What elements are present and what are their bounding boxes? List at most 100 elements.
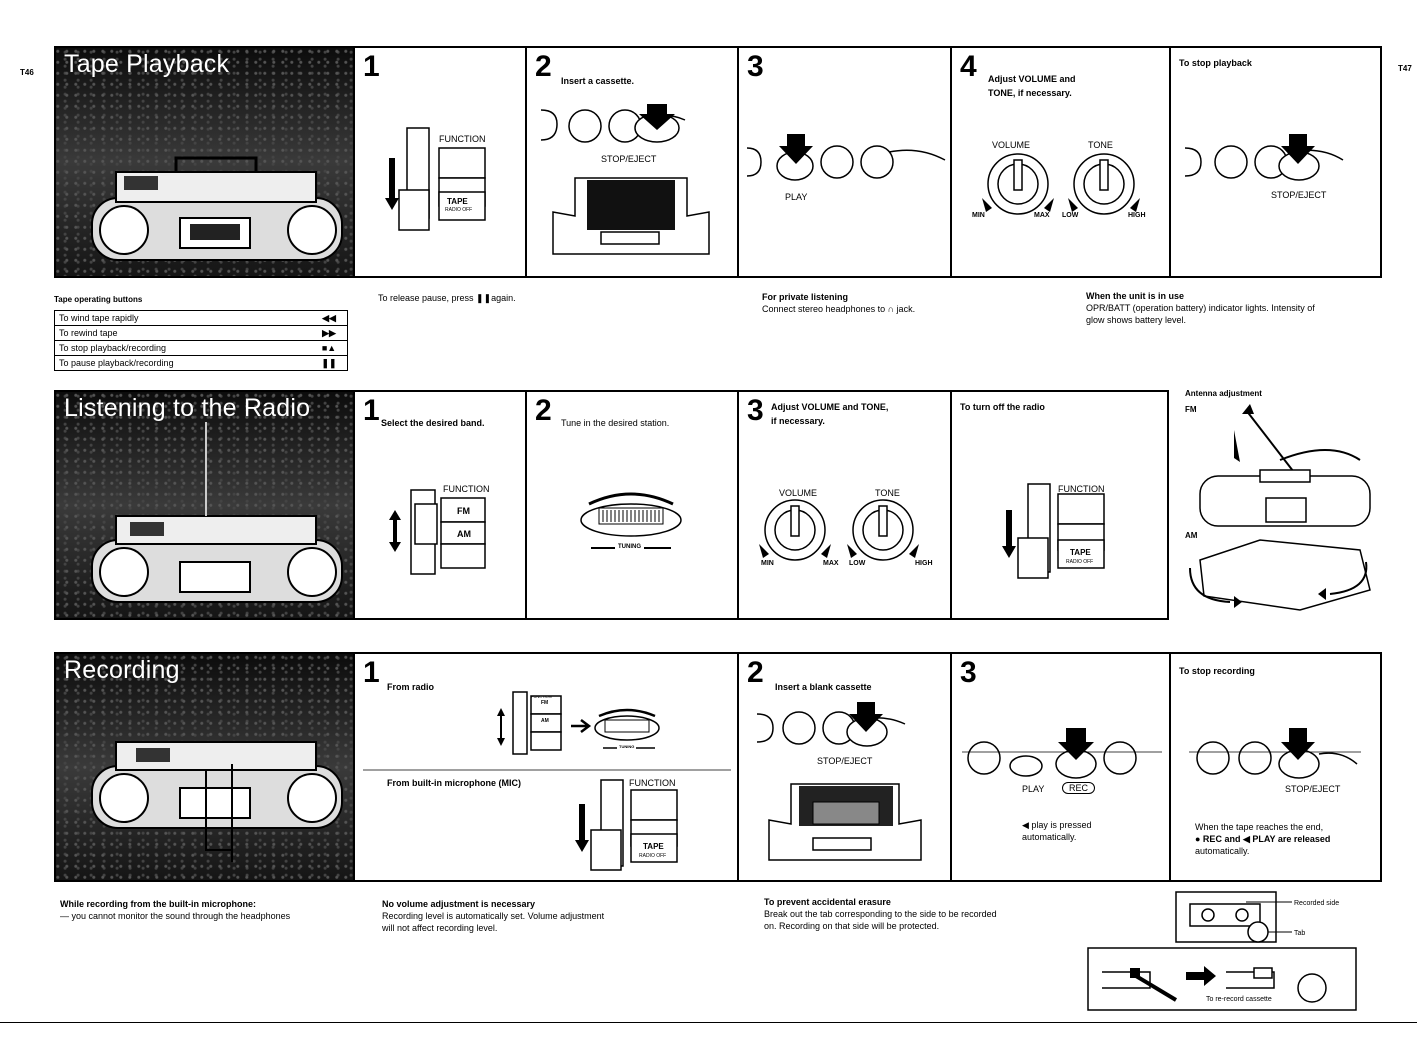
tape-label: TAPE [1070,548,1091,557]
table-row: To pause playback/recording❚❚ [54,355,348,371]
band-switch-icon [389,489,486,575]
function-label: FUNCTION [629,778,676,788]
min-label: MIN [972,212,985,219]
step-number: 1 [363,50,380,83]
mic-recording-note: While recording from the built-in microp… [60,898,290,922]
radio-off-label: RADIO OFF [1066,559,1094,565]
tuning-label: TUNING [617,744,637,749]
radio-off-label: RADIO OFF [639,853,667,859]
table-symbol: ◀◀ [311,310,348,326]
tab-label: Tab [1294,930,1306,937]
private-listening-note: For private listening Connect stereo hea… [762,291,915,315]
tape-step-2: 2 Insert a cassette. STOP/EJECT [525,48,739,276]
note-title: For private listening [762,292,849,302]
tape-step-1: 1 FUNCTION TAPE RADIO OFF [353,48,527,276]
low-label: LOW [1062,212,1079,219]
boombox-illustration [91,422,343,603]
stop-eject-label: STOP/EJECT [1285,784,1341,794]
stop-eject-label: STOP/EJECT [817,756,873,766]
note-text: — you cannot monitor the sound through t… [60,911,291,921]
function-switch-icon [385,127,486,231]
table-row: To wind tape rapidly◀◀ [54,310,348,326]
step-caption: Insert a blank cassette [775,682,872,692]
page-code-left: T46 [20,68,34,77]
antenna-fm-label: FM [1185,405,1197,414]
step-number: 1 [363,656,380,689]
min-label: MIN [761,560,774,567]
am-label: AM [457,529,471,539]
antenna-am-label: AM [1185,531,1198,540]
radio-photo: Listening to the Radio [56,392,353,618]
low-label: LOW [849,560,866,567]
step-number: 2 [747,656,764,689]
volume-label: VOLUME [779,488,818,498]
note-text: glow shows battery level. [1086,315,1187,325]
from-mic-label: From built-in microphone (MIC) [387,778,521,788]
function-label-small: FUNCTION [531,694,552,699]
radio-section: Listening to the Radio 1 Select the desi… [54,390,1169,620]
max-label: MAX [1034,212,1050,219]
note-text: will not affect recording level. [382,923,498,933]
recording-step-1: 1 From radio FUNCTION FM AM TUNING From … [353,654,739,880]
step-caption-line2: TONE, if necessary. [988,88,1072,98]
record-source-illustration [363,691,731,871]
volume-tone-knobs-icon [982,153,1140,215]
rec-note-line1: ◀ play is pressed [1022,820,1092,830]
stop-eject-key-icon [540,104,710,255]
from-radio-label: From radio [387,682,435,692]
stop-note-line1: When the tape reaches the end, [1195,822,1324,832]
off-caption: To turn off the radio [960,402,1045,412]
play-label: PLAY [785,192,808,202]
function-label: FUNCTION [439,134,486,144]
radio-title: Listening to the Radio [64,394,311,422]
page-code-right: T47 [1398,64,1412,73]
recording-photo: Recording [56,654,353,880]
recording-stop-panel: To stop recording STOP/EJECT When the ta… [1169,654,1380,880]
table-row: To rewind tape▶▶ [54,325,348,341]
stop-eject-label: STOP/EJECT [601,154,657,164]
function-label: FUNCTION [443,484,490,494]
stop-caption: To stop recording [1179,666,1255,676]
page-bottom-rule [0,1022,1417,1023]
radio-off-label: RADIO OFF [445,207,473,213]
tuning-dial-icon [580,492,682,549]
stop-note-line3: automatically. [1195,846,1250,856]
recording-title: Recording [64,656,180,684]
tape-operating-buttons-table: To wind tape rapidly◀◀ To rewind tape▶▶ … [54,310,348,371]
high-label: HIGH [1128,212,1146,219]
function-label: FUNCTION [1058,484,1105,494]
volume-adjust-note: No volume adjustment is necessary Record… [382,898,604,934]
boombox-illustration [91,156,343,261]
stop-eject-key-icon [756,702,922,861]
antenna-adjustment-illustration [1189,404,1371,611]
step-caption: Select the desired band. [381,418,485,428]
tape-playback-section: Tape Playback 1 FUNCTION TAPE RADIO OFF … [54,46,1382,278]
note-title: When the unit is in use [1086,291,1185,301]
stop-note-line2: ● REC and ◀ PLAY are released [1195,834,1331,844]
stop-caption: To stop playback [1179,58,1252,68]
recording-step-3: 3 PLAY REC ◀ play is pressed automatical… [950,654,1171,880]
max-label: MAX [823,560,839,567]
step-caption-line1: Adjust VOLUME and [988,74,1076,84]
table-cell: To wind tape rapidly [54,310,311,326]
tape-label: TAPE [447,197,468,206]
step-caption: Insert a cassette. [561,76,635,86]
antenna-title: Antenna adjustment [1185,389,1262,398]
tape-stop-panel: To stop playback STOP/EJECT [1169,48,1380,276]
fm-label: FM [457,506,470,516]
play-label: PLAY [1022,784,1045,794]
stop-eject-key-icon [1189,728,1361,779]
note-text: Recording level is automatically set. Vo… [382,911,605,921]
tuning-label: TUNING [615,544,644,550]
unit-in-use-note: When the unit is in use OPR/BATT (operat… [1086,290,1315,326]
table-symbol: ■▲ [311,340,348,356]
step-number: 2 [535,50,552,83]
stop-eject-label: STOP/EJECT [1271,190,1327,200]
tape-step-4: 4 Adjust VOLUME and TONE, if necessary. … [950,48,1171,276]
radio-off-panel: To turn off the radio FUNCTION TAPE RADI… [950,392,1167,618]
tape-step-3: 3 PLAY [737,48,952,276]
cassette-tab-illustration [1087,891,1357,1011]
note-text: on. Recording on that side will be prote… [764,921,940,931]
step-number: 2 [535,394,552,427]
high-label: HIGH [915,560,933,567]
